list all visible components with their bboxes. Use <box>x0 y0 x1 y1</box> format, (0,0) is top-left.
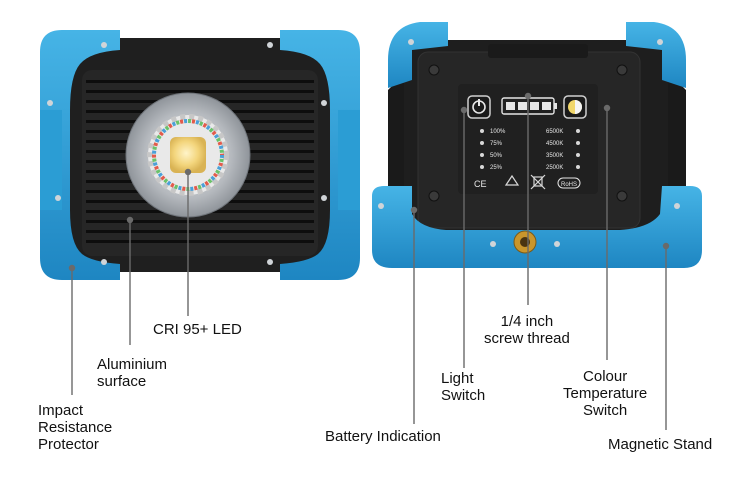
front-light <box>40 30 360 280</box>
temp-4500: 4500K <box>546 141 563 147</box>
power-icon <box>467 95 491 119</box>
label-battery-indication: Battery Indication <box>325 428 441 445</box>
label-aluminium-surface: Aluminium surface <box>97 356 168 390</box>
label-impact-protector: Impact Resistance Protector <box>38 402 113 453</box>
rohs-mark: RoHS <box>561 182 577 188</box>
label-light-switch: Light Switch <box>441 370 486 404</box>
brightness-25: 25% <box>490 165 503 171</box>
brightness-100: 100% <box>490 129 506 135</box>
recycle-icon <box>504 174 520 186</box>
indicator-dots <box>480 129 580 169</box>
front-bumpers <box>40 30 360 280</box>
back-light <box>372 22 702 268</box>
temp-3500: 3500K <box>546 153 563 159</box>
leader-lines <box>68 92 670 430</box>
cob-led-chip <box>170 137 206 173</box>
label-magnetic-stand: Magnetic Stand <box>608 436 713 453</box>
temp-6500: 6500K <box>546 129 563 135</box>
back-bottom-bumper <box>372 186 702 268</box>
weee-bin-icon <box>530 174 546 190</box>
brightness-50: 50% <box>490 153 503 159</box>
panel-printing: 100% 75% 50% 25% 6500K 4500K 3500K 2500K… <box>474 129 581 189</box>
label-cri-led: CRI 95+ LED <box>153 321 242 338</box>
label-screw-thread: 1/4 inch screw thread <box>484 313 570 347</box>
ce-mark: CE <box>474 179 487 189</box>
label-colour-temperature-switch: Colour Temperature Switch <box>563 368 648 419</box>
temp-2500: 2500K <box>546 165 563 171</box>
brightness-75: 75% <box>490 141 503 147</box>
color-temperature-icon <box>563 95 587 119</box>
